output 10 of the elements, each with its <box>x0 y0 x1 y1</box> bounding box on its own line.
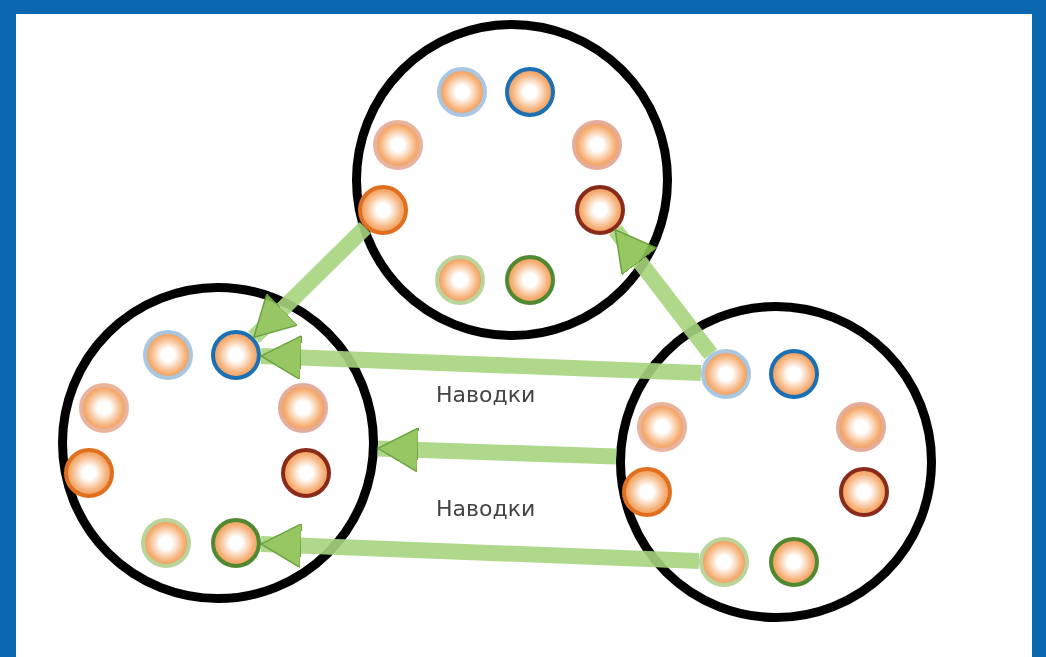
annotation-text: Наводки <box>436 382 536 407</box>
cable-circle <box>616 302 936 622</box>
arrow <box>377 427 617 473</box>
cable-circle <box>352 20 672 340</box>
arrow <box>608 224 718 360</box>
arrow <box>248 221 371 344</box>
arrow <box>260 522 700 569</box>
annotation-text: Наводки <box>436 496 536 521</box>
arrow <box>260 334 702 381</box>
cable-circle <box>58 283 378 603</box>
